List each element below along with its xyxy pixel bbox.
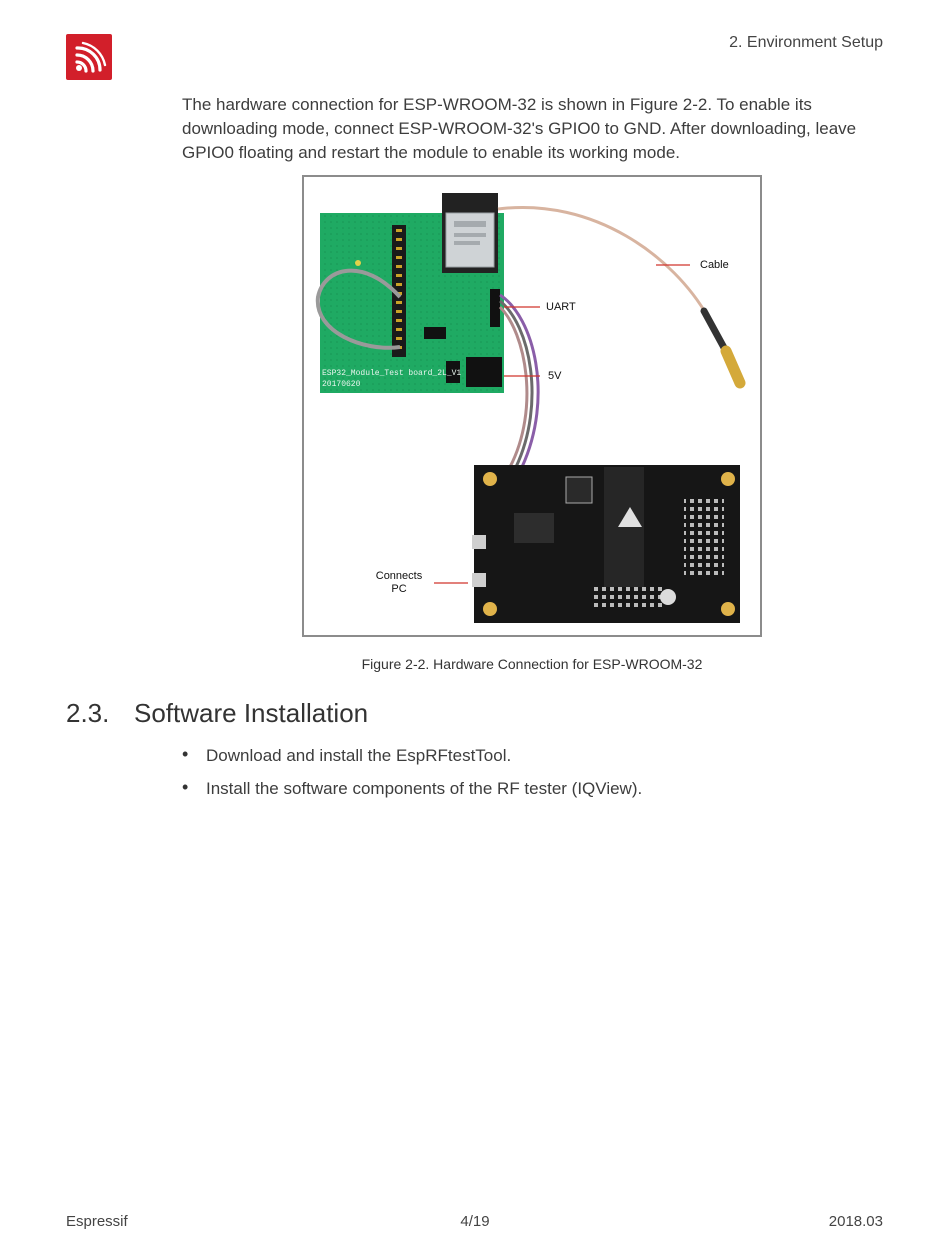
footer-page-number: 4/19	[460, 1213, 490, 1230]
pin-header	[392, 225, 406, 357]
callout-connects-pc: Connects PC	[364, 570, 434, 596]
footer-company: Espressif	[66, 1213, 128, 1230]
header-section-title: 2. Environment Setup	[729, 34, 883, 51]
callout-uart: UART	[546, 301, 576, 313]
list-item: Download and install the EspRFtestTool.	[182, 740, 642, 775]
jumper-wire	[315, 268, 402, 350]
uart-wires	[498, 293, 540, 468]
hardware-connection-figure: ESP32_Module_Test board_2L_V1 20170620	[302, 175, 762, 637]
power-connector	[466, 357, 502, 387]
intro-paragraph: The hardware connection for ESP-WROOM-32…	[182, 95, 857, 162]
section-number: 2.3.	[66, 698, 110, 728]
callout-cable: Cable	[700, 259, 729, 271]
hardware-photo-illustration: ESP32_Module_Test board_2L_V1 20170620	[315, 193, 746, 623]
sma-connector	[720, 345, 746, 389]
callout-connects-line2: PC	[391, 583, 407, 595]
board-silkscreen-line1: ESP32_Module_Test board_2L_V1	[322, 369, 461, 378]
software-install-list: Download and install the EspRFtestTool. …	[182, 740, 642, 808]
list-item: Install the software components of the R…	[182, 773, 642, 808]
callout-5v: 5V	[548, 370, 562, 382]
espressif-logo	[66, 34, 112, 80]
board-silkscreen-line2: 20170620	[322, 380, 361, 389]
espressif-logo-icon	[75, 41, 107, 73]
section-heading: 2.3. Software Installation	[66, 698, 368, 729]
callout-connects-line1: Connects	[375, 570, 423, 582]
figure-caption: Figure 2-2. Hardware Connection for ESP-…	[361, 656, 703, 672]
footer-date: 2018.03	[828, 1213, 883, 1230]
section-title: Software Installation	[134, 698, 369, 728]
rf-cable	[497, 206, 710, 318]
